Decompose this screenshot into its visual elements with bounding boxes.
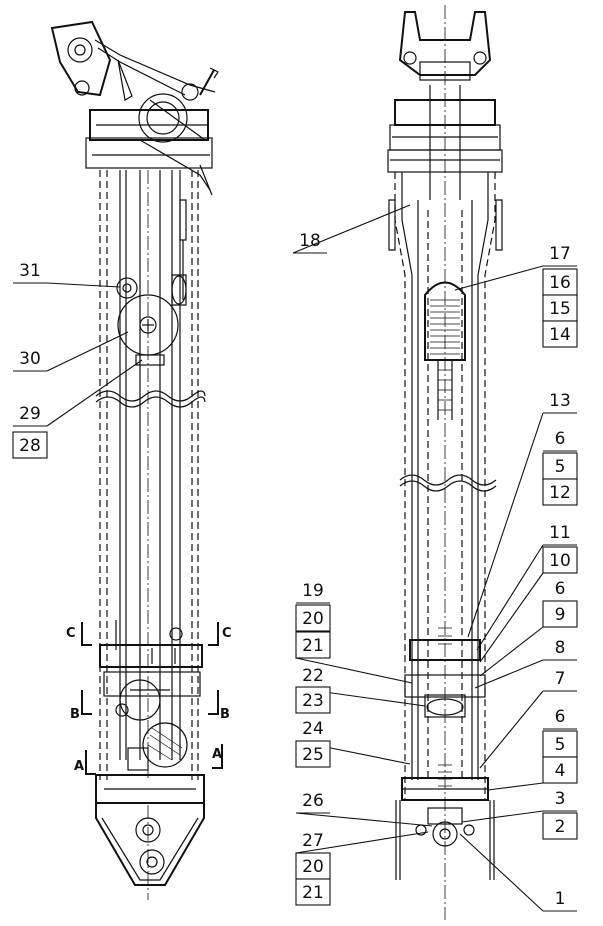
left-part-number: 30	[19, 349, 41, 369]
right-label-box	[542, 812, 578, 840]
left-part-labels: 31 30 29 28	[12, 261, 143, 459]
right-part-number: 22	[302, 666, 324, 686]
right-boom-view: 1817161514136512111069876543211920212223…	[292, 5, 578, 920]
right-part-number: 7	[555, 669, 566, 689]
left-leader-line	[46, 331, 129, 372]
right-label-box	[542, 546, 578, 574]
left-leader-line	[46, 282, 121, 288]
right-part-number: 18	[299, 231, 321, 251]
section-marks: C C B B A A	[66, 622, 232, 775]
right-leader-line	[459, 833, 544, 912]
right-part-number: 5	[555, 735, 566, 755]
right-label-box	[295, 686, 331, 714]
right-part-labels: 1817161514136512111069876543211920212223…	[292, 204, 578, 912]
left-leader-line	[46, 359, 143, 427]
right-part-number: 23	[302, 691, 324, 711]
right-label-box	[295, 604, 331, 632]
right-label-box	[295, 878, 331, 906]
right-part-number: 20	[302, 609, 324, 629]
right-part-number: 14	[549, 325, 571, 345]
right-part-number: 9	[555, 605, 566, 625]
right-part-number: 16	[549, 273, 571, 293]
right-part-number: 5	[555, 457, 566, 477]
right-part-number: 3	[555, 789, 566, 809]
right-part-number: 6	[555, 429, 566, 449]
left-part-number: 28	[19, 436, 41, 456]
right-label-box	[542, 452, 578, 480]
right-label-box	[542, 268, 578, 296]
section-mark-c-left: C	[66, 626, 76, 641]
right-label-box	[295, 852, 331, 880]
right-leader-line	[295, 831, 429, 854]
right-part-number: 19	[302, 581, 324, 601]
right-boom-head	[387, 5, 503, 920]
right-leader-line	[476, 544, 544, 651]
left-part-number: 29	[19, 404, 41, 424]
left-boom-body	[95, 170, 206, 900]
right-part-number: 27	[302, 831, 324, 851]
right-label-box	[542, 478, 578, 506]
left-boom-head	[50, 20, 219, 196]
right-part-number: 6	[555, 579, 566, 599]
left-part-number: 31	[19, 261, 41, 281]
right-leader-line	[487, 782, 544, 791]
right-leader-line	[292, 204, 411, 254]
section-mark-a-left: A	[74, 759, 84, 774]
right-leader-line	[461, 810, 544, 823]
right-label-box	[542, 600, 578, 628]
right-leader-line	[479, 690, 544, 769]
right-part-number: 26	[302, 791, 324, 811]
left-boom-view: C C B B A A 31 30 29 28	[12, 20, 232, 900]
right-part-number: 24	[302, 719, 324, 739]
right-part-number: 10	[549, 551, 571, 571]
right-label-box	[542, 730, 578, 758]
right-label-box	[542, 756, 578, 784]
right-leader-line	[479, 626, 544, 677]
right-leader-line	[295, 657, 413, 684]
right-part-number: 21	[302, 883, 324, 903]
right-part-number: 25	[302, 745, 324, 765]
right-leader-line	[454, 265, 544, 291]
right-part-number: 17	[549, 244, 571, 264]
right-leader-line	[479, 572, 544, 663]
right-label-box	[295, 740, 331, 768]
right-label-box	[542, 294, 578, 322]
right-leader-line	[474, 659, 544, 689]
right-part-number: 8	[555, 638, 566, 658]
right-part-number: 13	[549, 391, 571, 411]
section-mark-c-right: C	[222, 626, 232, 641]
right-part-number: 1	[555, 889, 566, 909]
left-label-box	[12, 431, 48, 459]
right-part-number: 2	[555, 817, 566, 837]
right-leader-line	[467, 412, 544, 638]
section-mark-a-right: A	[212, 747, 222, 762]
right-part-number: 15	[549, 299, 571, 319]
right-part-number: 12	[549, 483, 571, 503]
right-part-number: 21	[302, 636, 324, 656]
section-mark-b-right: B	[220, 707, 230, 722]
right-leader-line	[295, 812, 433, 827]
right-part-number: 4	[555, 761, 566, 781]
right-label-box	[295, 631, 331, 659]
right-boom-body	[388, 172, 503, 880]
right-part-number: 11	[549, 523, 571, 543]
right-part-number: 6	[555, 707, 566, 727]
section-mark-b-left: B	[70, 707, 80, 722]
right-label-box	[542, 320, 578, 348]
right-part-number: 20	[302, 857, 324, 877]
